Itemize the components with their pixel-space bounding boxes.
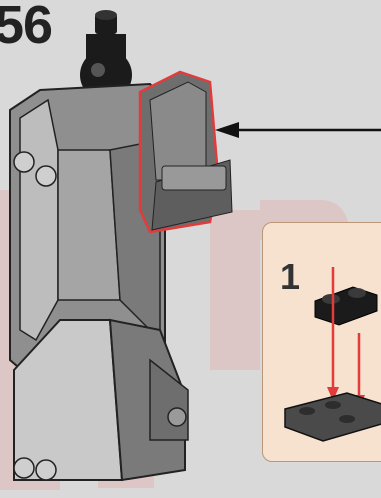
black-plate-part: [315, 287, 377, 325]
step-number: 56: [0, 0, 52, 52]
pointer-arrow-icon: [215, 122, 381, 138]
sub-assembly-illustration: [263, 223, 381, 461]
highlighted-part: [140, 72, 232, 232]
sub-assembly-panel: 1: [262, 222, 381, 462]
grey-plate-part: [285, 393, 381, 441]
